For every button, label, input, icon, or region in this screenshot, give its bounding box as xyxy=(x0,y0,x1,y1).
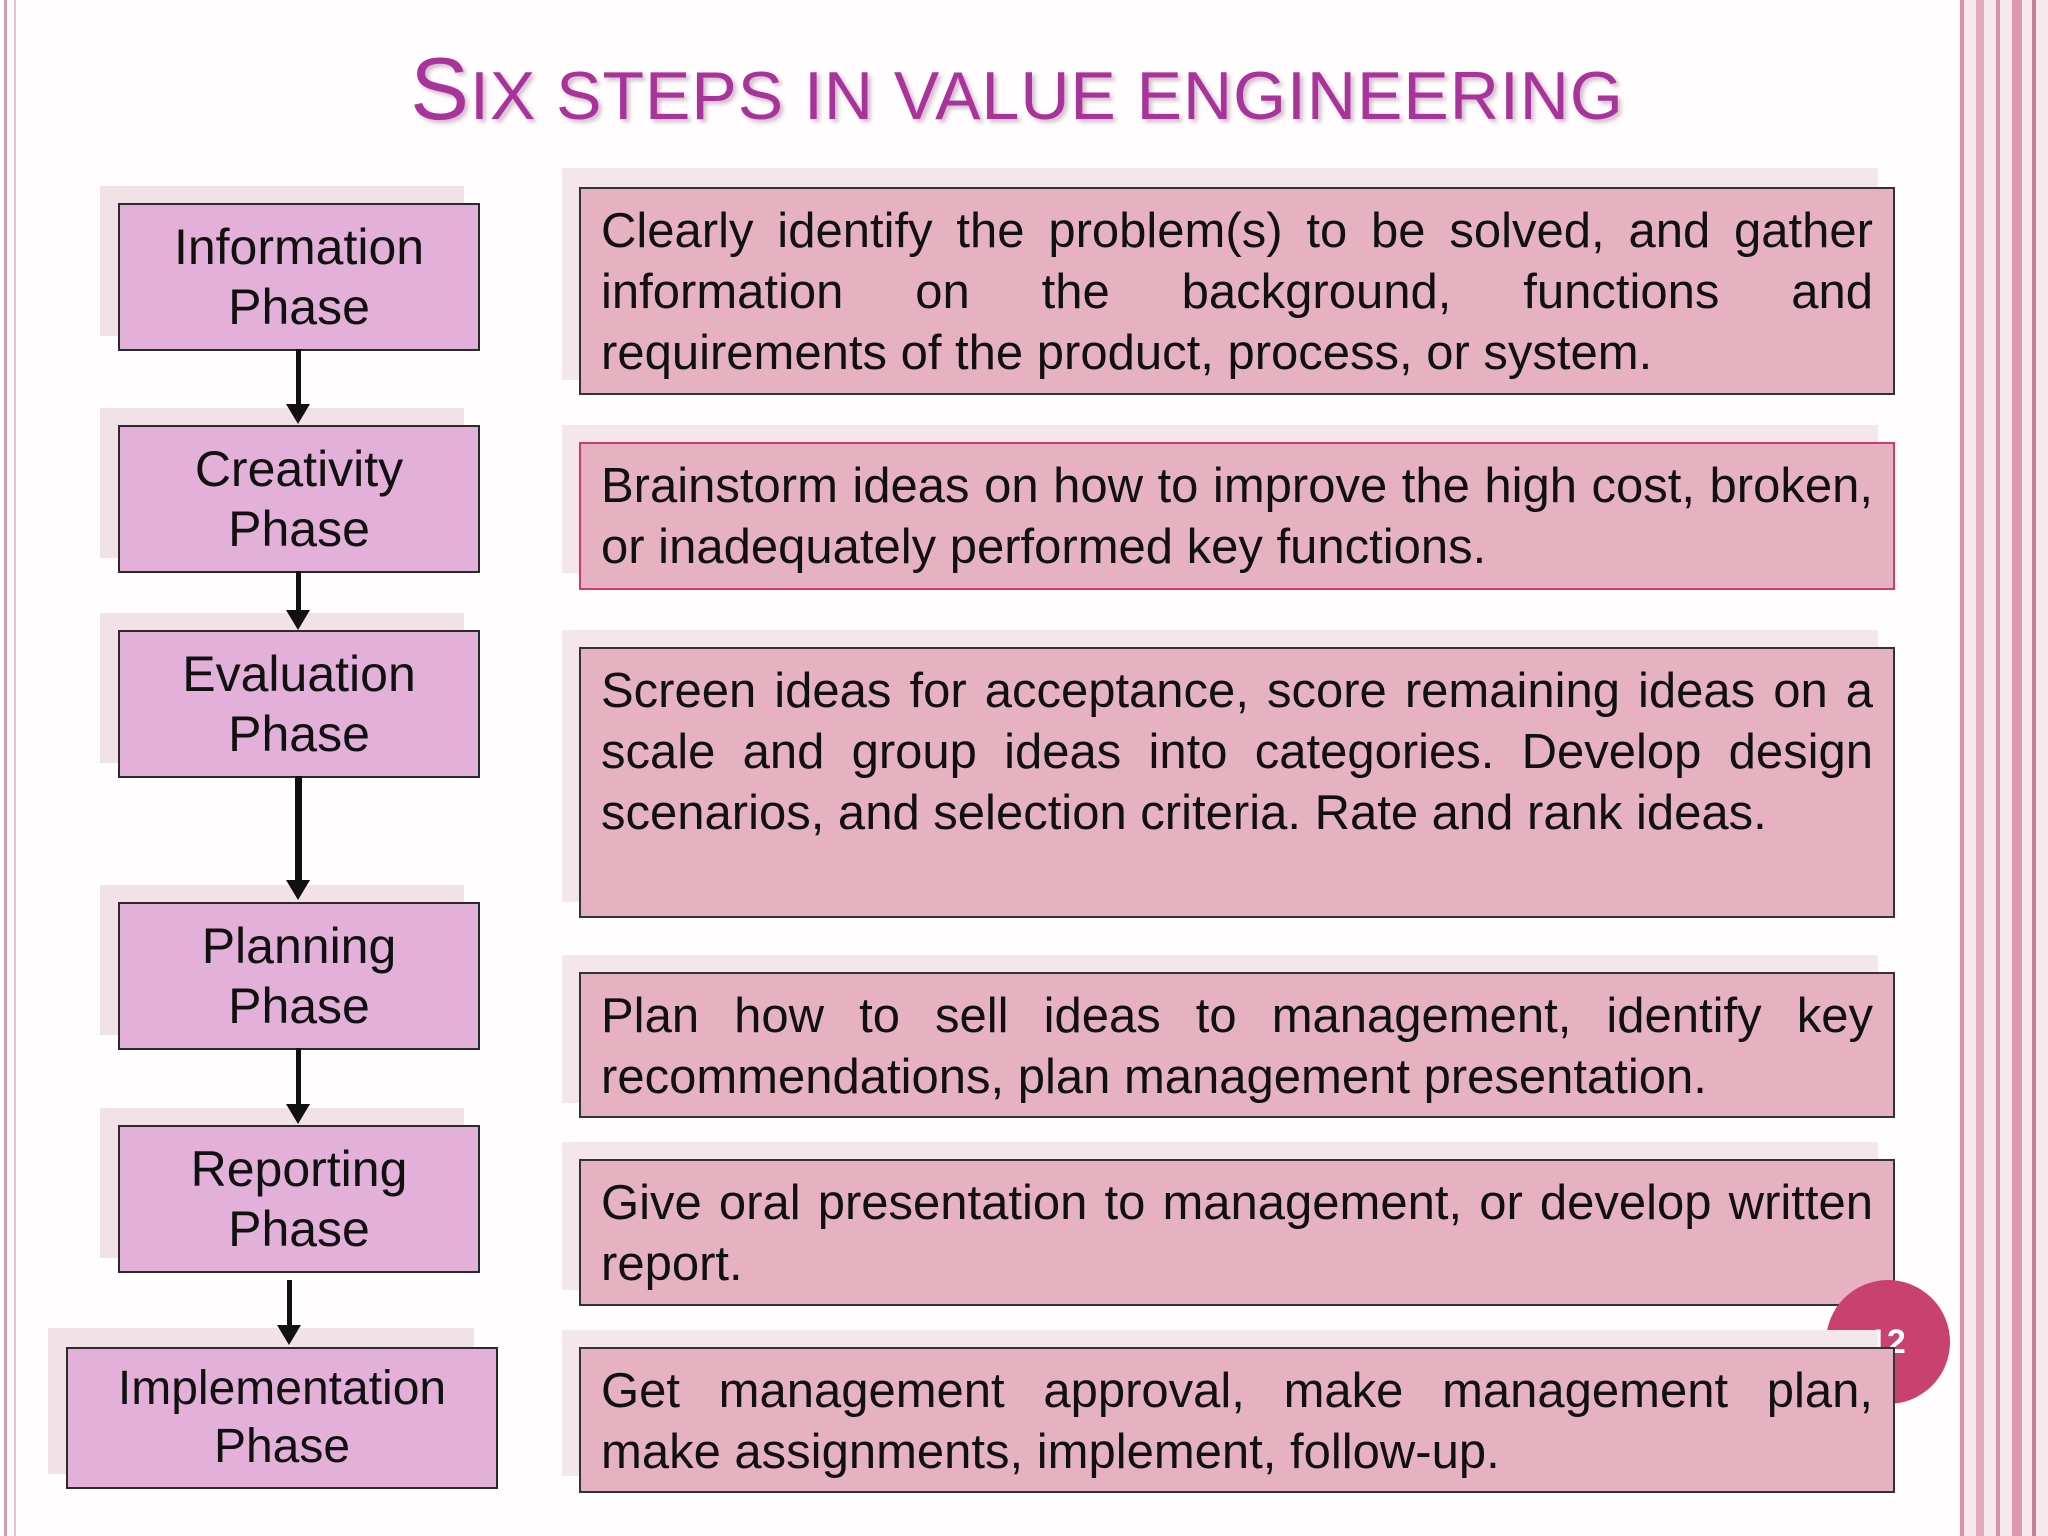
flow-arrow-head xyxy=(286,1104,310,1124)
right-border-stripe xyxy=(2012,0,2022,1536)
flow-arrow-shaft xyxy=(287,1280,292,1326)
left-border-line-inner xyxy=(14,0,16,1536)
flow-arrow-shaft xyxy=(295,776,302,880)
title-rest: IX STEPS IN VALUE ENGINEERING xyxy=(469,58,1624,134)
description-evaluation: Screen ideas for acceptance, score remai… xyxy=(579,647,1895,918)
right-border-stripe xyxy=(1996,0,2000,1536)
flow-arrow-head xyxy=(286,404,310,424)
phase-label-line2: Phase xyxy=(228,706,370,762)
left-border-line xyxy=(4,0,7,1536)
phase-label-line1: Creativity xyxy=(194,441,404,497)
flow-arrow-head xyxy=(277,1325,301,1345)
flow-arrow-head xyxy=(286,880,310,900)
title-first-letter: S xyxy=(410,39,470,138)
phase-label-line1: Implementation xyxy=(117,1362,447,1415)
phase-label-line2: Phase xyxy=(228,978,370,1034)
right-border-stripe xyxy=(1960,0,1964,1536)
flow-arrow-shaft xyxy=(296,349,301,405)
flow-arrow-shaft xyxy=(296,571,301,611)
flow-arrow-head xyxy=(286,610,310,630)
phase-label-line2: Phase xyxy=(228,501,370,557)
flow-arrow-shaft xyxy=(296,1048,301,1105)
description-reporting: Give oral presentation to management, or… xyxy=(579,1159,1895,1306)
slide-title: SIX STEPS IN VALUE ENGINEERING xyxy=(0,38,2034,140)
right-border-stripe xyxy=(1976,0,1984,1536)
phase-label-line2: Phase xyxy=(213,1420,351,1473)
phase-label-line1: Evaluation xyxy=(182,646,416,702)
phase-label-line1: Information xyxy=(173,219,425,275)
description-planning: Plan how to sell ideas to management, id… xyxy=(579,972,1895,1118)
description-implementation: Get management approval, make management… xyxy=(579,1347,1895,1493)
phase-label-line2: Phase xyxy=(228,279,370,335)
phase-label-line1: Reporting xyxy=(190,1141,408,1197)
description-creativity: Brainstorm ideas on how to improve the h… xyxy=(579,442,1895,590)
phase-label-line2: Phase xyxy=(228,1201,370,1257)
right-border-stripe xyxy=(2032,0,2036,1536)
description-information: Clearly identify the problem(s) to be so… xyxy=(579,187,1895,395)
phase-label-line1: Planning xyxy=(201,918,397,974)
